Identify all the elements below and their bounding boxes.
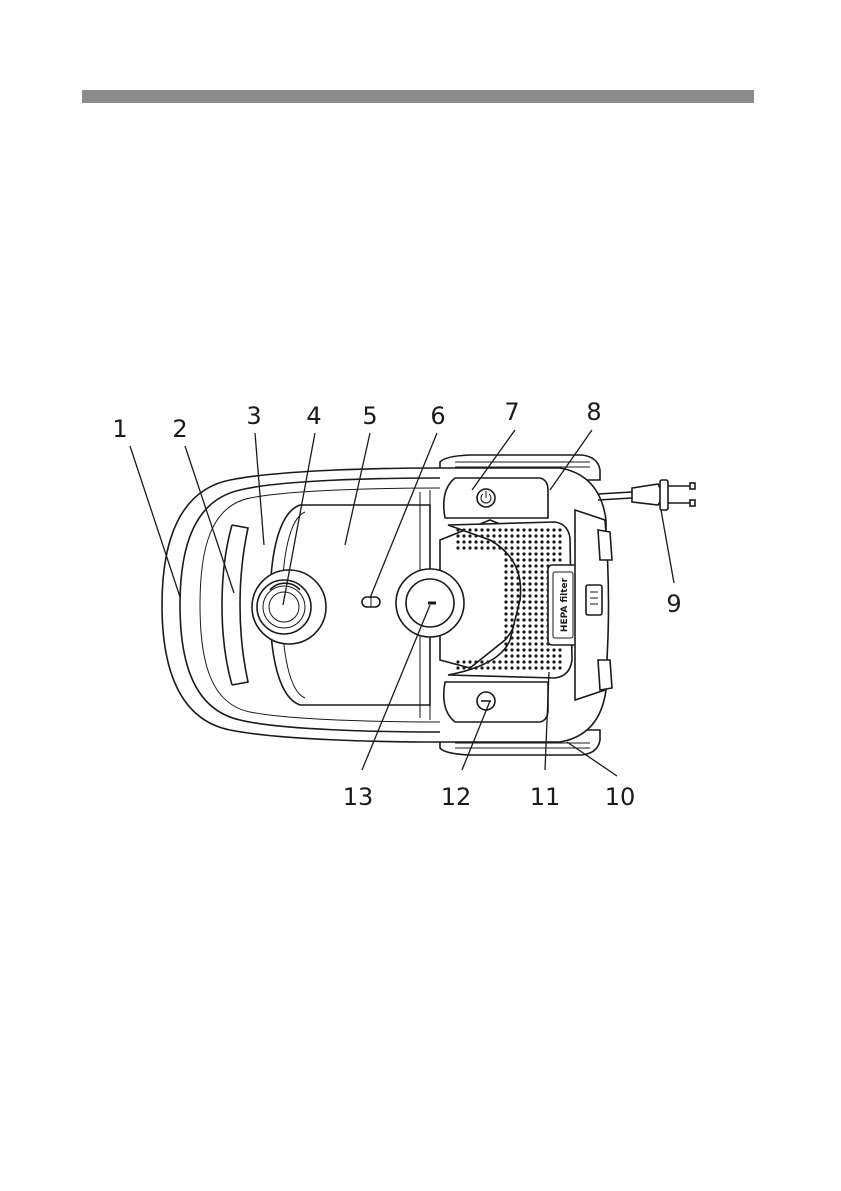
callout-4: 4 <box>306 402 321 430</box>
callout-3: 3 <box>246 402 261 430</box>
vacuum-cleaner-diagram: HEPA filter 1 <box>0 380 841 820</box>
hose-inlet <box>252 570 326 644</box>
hepa-filter-cover: HEPA filter <box>548 565 578 645</box>
callout-13: 13 <box>343 783 374 811</box>
dust-indicator <box>362 597 380 607</box>
callout-8: 8 <box>586 398 601 426</box>
rear-section <box>575 510 612 700</box>
callout-5: 5 <box>362 402 377 430</box>
callout-12: 12 <box>441 783 472 811</box>
callout-11: 11 <box>530 783 561 811</box>
filter-label: HEPA filter <box>560 577 570 632</box>
callout-6: 6 <box>430 402 445 430</box>
callout-7: 7 <box>504 398 519 426</box>
callout-2: 2 <box>172 415 187 443</box>
section-header-bar <box>82 90 754 103</box>
bottom-panel <box>444 682 548 722</box>
power-cord-plug <box>598 480 695 510</box>
top-panel <box>444 478 548 518</box>
callout-9: 9 <box>666 590 681 618</box>
callout-10: 10 <box>605 783 636 811</box>
callout-1: 1 <box>112 415 127 443</box>
